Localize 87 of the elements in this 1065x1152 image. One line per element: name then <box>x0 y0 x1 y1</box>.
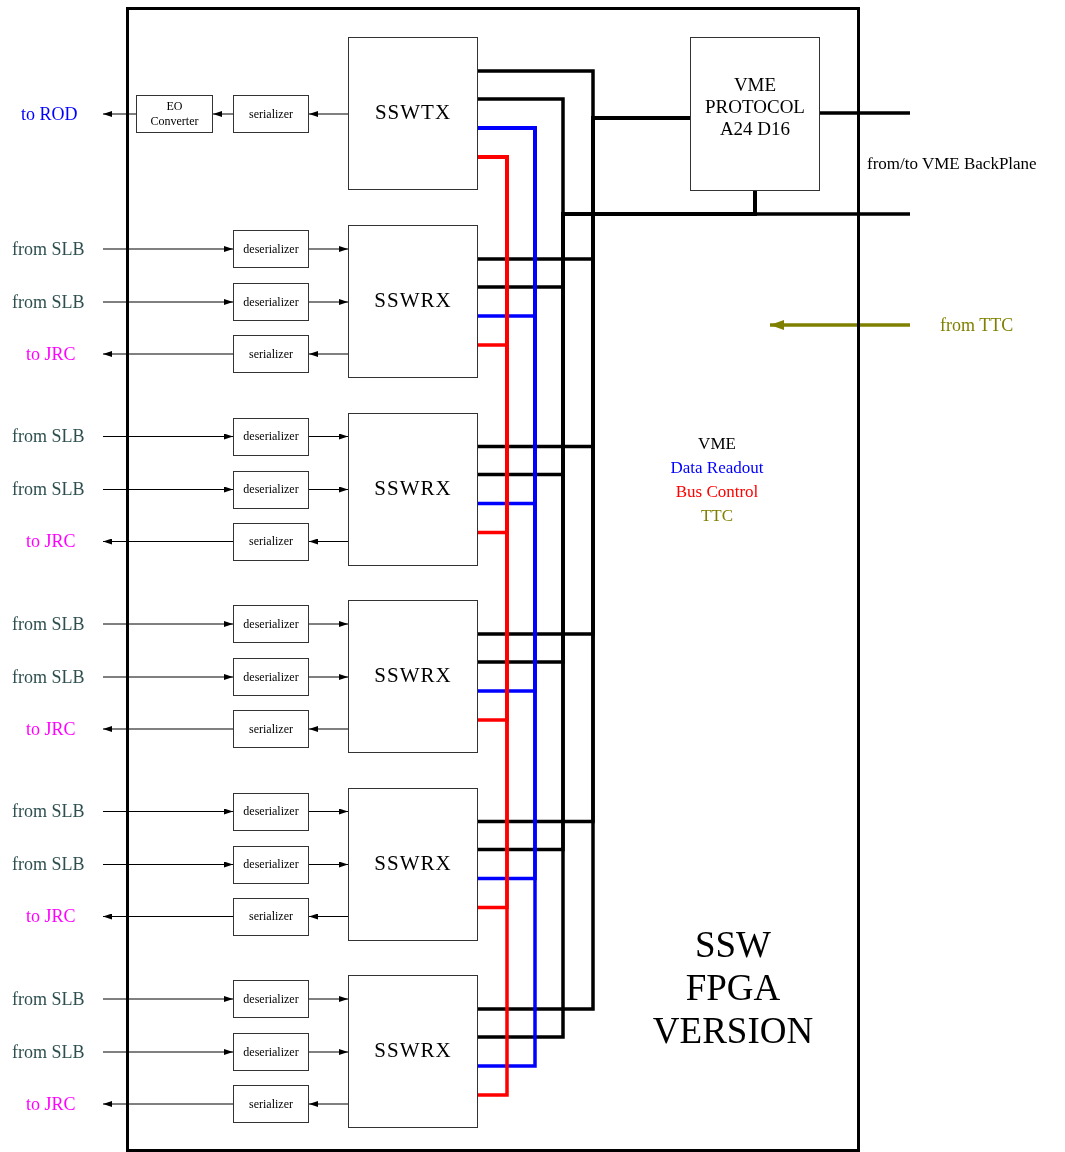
arrow <box>102 726 234 732</box>
arrow <box>308 111 349 117</box>
signal-label: to JRC <box>20 529 103 554</box>
converter-box: EO Converter <box>136 95 213 133</box>
arrow <box>308 351 349 357</box>
signal-label: from SLB <box>8 612 103 636</box>
signal-label: to JRC <box>20 1092 103 1116</box>
arrow <box>102 808 234 815</box>
converter-box: serializer <box>233 1085 309 1123</box>
protocol-box: VME PROTOCOL A24 D16 <box>690 37 820 191</box>
converter-box: deserializer <box>233 605 309 643</box>
arrow <box>308 486 349 493</box>
bus-line <box>478 191 757 1039</box>
process-box: SSWRX <box>348 787 478 941</box>
arrow <box>102 621 234 627</box>
converter-box: serializer <box>233 710 309 748</box>
arrow <box>308 538 349 545</box>
arrow <box>102 1049 234 1055</box>
arrow <box>308 808 349 815</box>
arrow <box>308 726 349 732</box>
converter-box: deserializer <box>233 470 309 509</box>
arrow <box>102 111 137 117</box>
signal-label: to JRC <box>20 717 103 741</box>
signal-label: from TTC <box>910 313 1030 337</box>
arrow <box>308 246 349 252</box>
arrow <box>308 1049 349 1055</box>
bus-line <box>478 116 690 1011</box>
board-title: SSW FPGA VERSION <box>651 923 815 1052</box>
arrow <box>102 674 234 680</box>
arrow <box>102 299 234 305</box>
converter-box: serializer <box>233 95 309 133</box>
bus-line <box>478 155 509 1097</box>
legend-label: VME <box>698 433 736 455</box>
signal-label: from SLB <box>8 424 103 449</box>
signal-label: from SLB <box>8 290 103 314</box>
arrow <box>308 299 349 305</box>
converter-box: deserializer <box>233 658 309 696</box>
process-box: SSWRX <box>348 975 478 1128</box>
signal-label: from SLB <box>8 852 103 877</box>
legend-label: TTC <box>700 505 734 527</box>
fpga-board-outline <box>126 7 860 1152</box>
arrow <box>308 1101 349 1107</box>
arrow <box>102 996 234 1002</box>
converter-box: deserializer <box>233 230 309 268</box>
legend-label: Bus Control <box>675 481 759 503</box>
converter-box: deserializer <box>233 980 309 1018</box>
arrow <box>102 433 234 440</box>
signal-label: from SLB <box>8 665 103 689</box>
process-box: SSWRX <box>348 412 478 566</box>
arrow <box>102 913 234 920</box>
bus-line <box>478 126 537 1068</box>
bus-label: from/to VME BackPlane <box>867 154 1037 174</box>
legend-label: Data Readout <box>670 457 764 479</box>
converter-box: serializer <box>233 335 309 373</box>
process-box: SSWTX <box>348 37 478 190</box>
arrow <box>102 1101 234 1107</box>
signal-label: to JRC <box>20 904 103 929</box>
arrow <box>102 861 234 868</box>
arrow <box>102 246 234 252</box>
bus-line <box>820 111 910 115</box>
converter-box: deserializer <box>233 792 309 831</box>
arrow <box>102 486 234 493</box>
process-box: SSWRX <box>348 600 478 753</box>
signal-label: to ROD <box>15 102 103 126</box>
process-box: SSWRX <box>348 225 478 378</box>
converter-box: serializer <box>233 897 309 936</box>
converter-box: deserializer <box>233 417 309 456</box>
arrow <box>212 111 234 117</box>
converter-box: deserializer <box>233 283 309 321</box>
signal-label: from SLB <box>8 477 103 502</box>
arrow <box>102 351 234 357</box>
signal-label: from SLB <box>8 1040 103 1064</box>
signal-label: from SLB <box>8 237 103 261</box>
converter-box: deserializer <box>233 845 309 884</box>
arrow <box>308 861 349 868</box>
converter-box: deserializer <box>233 1033 309 1071</box>
arrow <box>308 433 349 440</box>
signal-label: from SLB <box>8 799 103 824</box>
arrow <box>770 320 910 330</box>
arrow <box>308 913 349 920</box>
signal-label: from SLB <box>8 987 103 1011</box>
arrow <box>308 674 349 680</box>
arrow <box>308 996 349 1002</box>
arrow <box>102 538 234 545</box>
signal-label: to JRC <box>20 342 103 366</box>
arrow <box>308 621 349 627</box>
converter-box: serializer <box>233 522 309 561</box>
